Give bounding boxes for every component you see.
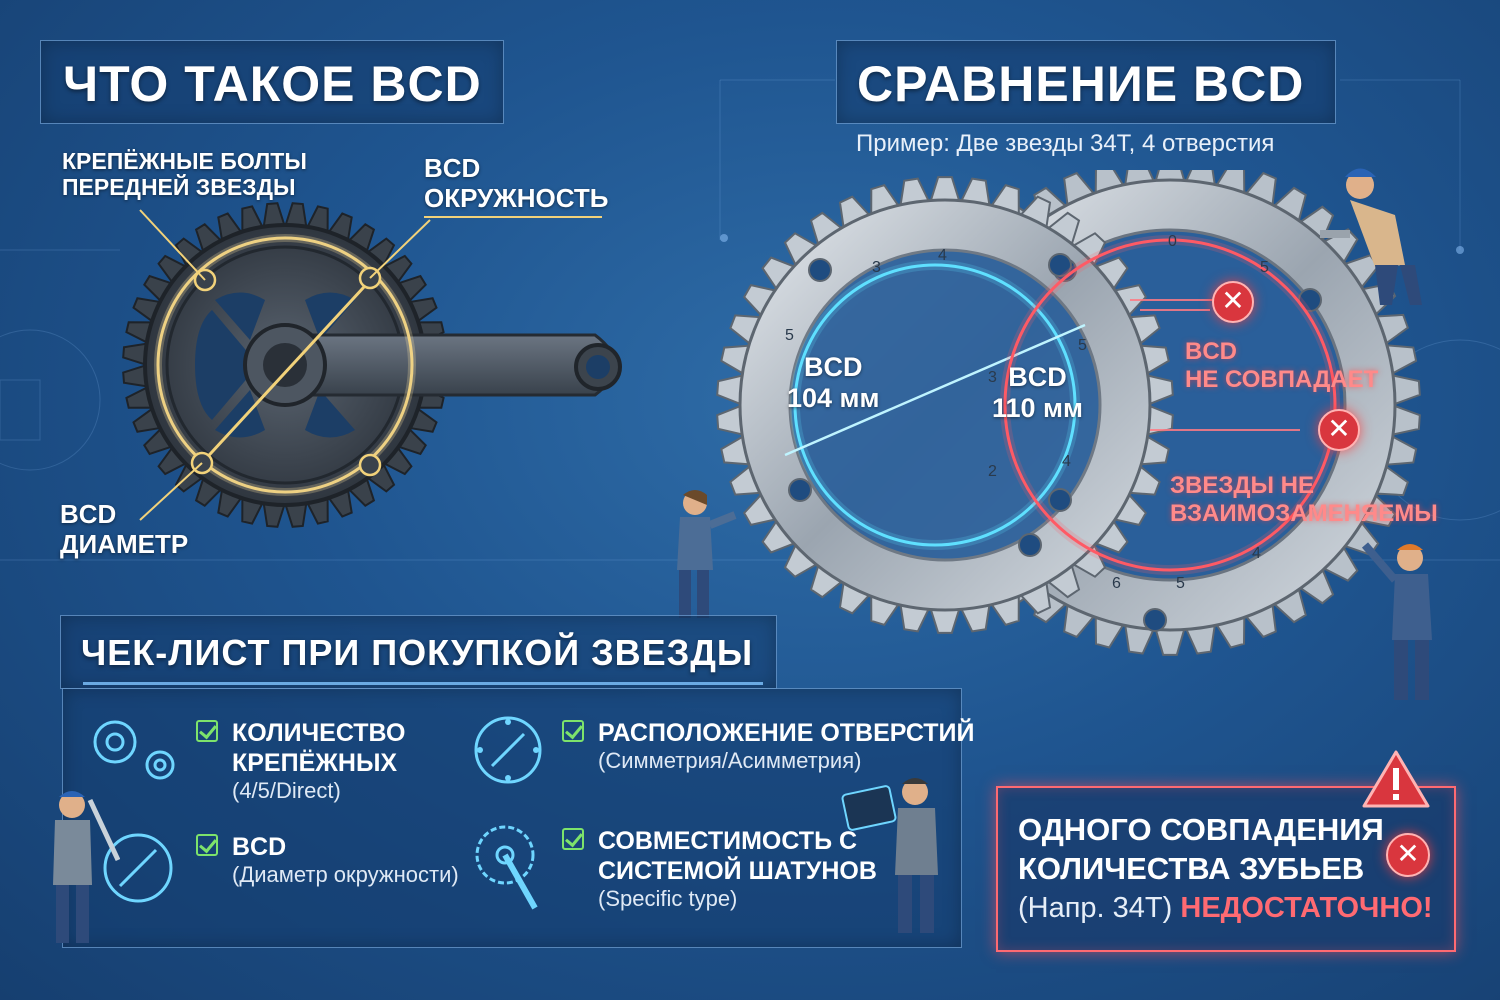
- warning-line-3: (Напр. 34Т) НЕДОСТАТОЧНО!: [1018, 892, 1433, 925]
- warning-line-2: КОЛИЧЕСТВА ЗУБЬЕВ: [1018, 851, 1365, 886]
- mismatch-x-icon: ✕: [1212, 281, 1254, 323]
- checkbox-icon: [196, 834, 218, 856]
- label-bcd-mismatch: BCD НЕ СОВПАДАЕТ: [1185, 338, 1379, 393]
- gears-icon: [93, 720, 175, 780]
- checklist-item-sub: (4/5/Direct): [232, 778, 341, 803]
- svg-text:0: 0: [1168, 233, 1177, 250]
- warning-box: [996, 786, 1456, 952]
- hole-layout-icon: [474, 716, 542, 784]
- svg-text:3: 3: [988, 369, 997, 386]
- svg-text:6: 6: [1112, 575, 1121, 592]
- what-is-bcd-title: ЧТО ТАКОЕ BCD: [63, 56, 482, 112]
- checkbox-icon: [196, 720, 218, 742]
- checklist-item-sub: (Specific type): [598, 886, 738, 911]
- svg-text:4: 4: [1062, 453, 1071, 470]
- checklist-title: ЧЕК-ЛИСТ ПРИ ПОКУПКОЙ ЗВЕЗДЫ: [81, 632, 754, 673]
- checklist-item-hole-layout: РАСПОЛОЖЕНИЕ ОТВЕРСТИЙ (Симметрия/Асимме…: [562, 718, 974, 773]
- checklist-item-fasteners: КОЛИЧЕСТВО КРЕПЁЖНЫХ (4/5/Direct): [196, 718, 405, 803]
- checklist-item-label: КОЛИЧЕСТВО КРЕПЁЖНЫХ: [232, 719, 406, 777]
- checklist-item-sub: (Симметрия/Асимметрия): [598, 748, 862, 773]
- svg-text:5: 5: [785, 327, 794, 344]
- checklist-item-compatibility: СОВМЕСТИМОСТЬ С СИСТЕМОЙ ШАТУНОВ (Specif…: [562, 826, 877, 911]
- worker-caliper-figure: [53, 791, 120, 943]
- checkbox-icon: [562, 720, 584, 742]
- compare-subtitle: Пример: Две звезды 34Т, 4 отверстия: [856, 130, 1275, 157]
- svg-text:2: 2: [988, 463, 997, 480]
- svg-text:4: 4: [938, 247, 947, 264]
- crankset-icon: [475, 825, 538, 910]
- not-interchangeable-x-icon: ✕: [1318, 409, 1360, 451]
- crankset-diagram: [122, 202, 622, 528]
- label-fastening-bolts: КРЕПЁЖНЫЕ БОЛТЫ ПЕРЕДНЕЙ ЗВЕЗДЫ: [62, 148, 307, 201]
- warning-line-1: ОДНОГО СОВПАДЕНИЯ: [1018, 812, 1384, 847]
- svg-text:5: 5: [1078, 337, 1087, 354]
- warning-triangle-icon: [1362, 750, 1430, 808]
- worker-figure-right: [1361, 542, 1432, 700]
- checklist-item-label: BCD: [232, 833, 287, 861]
- compare-bcd-title: СРАВНЕНИЕ BCD: [857, 56, 1305, 112]
- checklist-item-label: РАСПОЛОЖЕНИЕ ОТВЕРСТИЙ: [598, 719, 975, 747]
- checklist-item-bcd: BCD (Диаметр окружности): [196, 832, 459, 887]
- svg-text:4: 4: [1252, 545, 1261, 562]
- chainring-comparison: 3 4 5 0 5 5 3 2 4 6 5 4: [716, 170, 1421, 656]
- label-bcd-circle-underline: [424, 216, 602, 218]
- checklist-item-label: СОВМЕСТИМОСТЬ С СИСТЕМОЙ ШАТУНОВ: [598, 827, 877, 885]
- checklist-item-sub: (Диаметр окружности): [232, 862, 459, 887]
- label-bcd-110: BCD 110 мм: [992, 362, 1084, 424]
- warning-example: (Напр. 34Т): [1018, 892, 1173, 924]
- checkbox-icon: [562, 828, 584, 850]
- warning-insufficient: НЕДОСТАТОЧНО!: [1180, 892, 1433, 924]
- checklist-title-underline: [83, 682, 763, 685]
- warning-x-icon: ✕: [1386, 833, 1430, 877]
- diameter-icon: [103, 833, 173, 903]
- worker-figure-left: [677, 490, 737, 618]
- label-bcd-circle: BCD ОКРУЖНОСТЬ: [424, 153, 609, 213]
- checklist-title-box: ЧЕК-ЛИСТ ПРИ ПОКУПКОЙ ЗВЕЗДЫ: [60, 615, 777, 689]
- svg-text:5: 5: [1260, 259, 1269, 276]
- worker-tablet-figure: [841, 778, 938, 933]
- worker-figure-top: [1320, 168, 1422, 305]
- svg-text:3: 3: [872, 259, 881, 276]
- label-bcd-104: BCD 104 мм: [787, 352, 880, 414]
- svg-text:5: 5: [1176, 575, 1185, 592]
- label-bcd-diameter: BCD ДИАМЕТР: [60, 499, 189, 559]
- compare-bcd-title-box: СРАВНЕНИЕ BCD: [836, 40, 1336, 124]
- label-not-interchangeable: ЗВЕЗДЫ НЕ ВЗАИМОЗАМЕНЯЕМЫ: [1170, 472, 1438, 527]
- what-is-bcd-title-box: ЧТО ТАКОЕ BCD: [40, 40, 504, 124]
